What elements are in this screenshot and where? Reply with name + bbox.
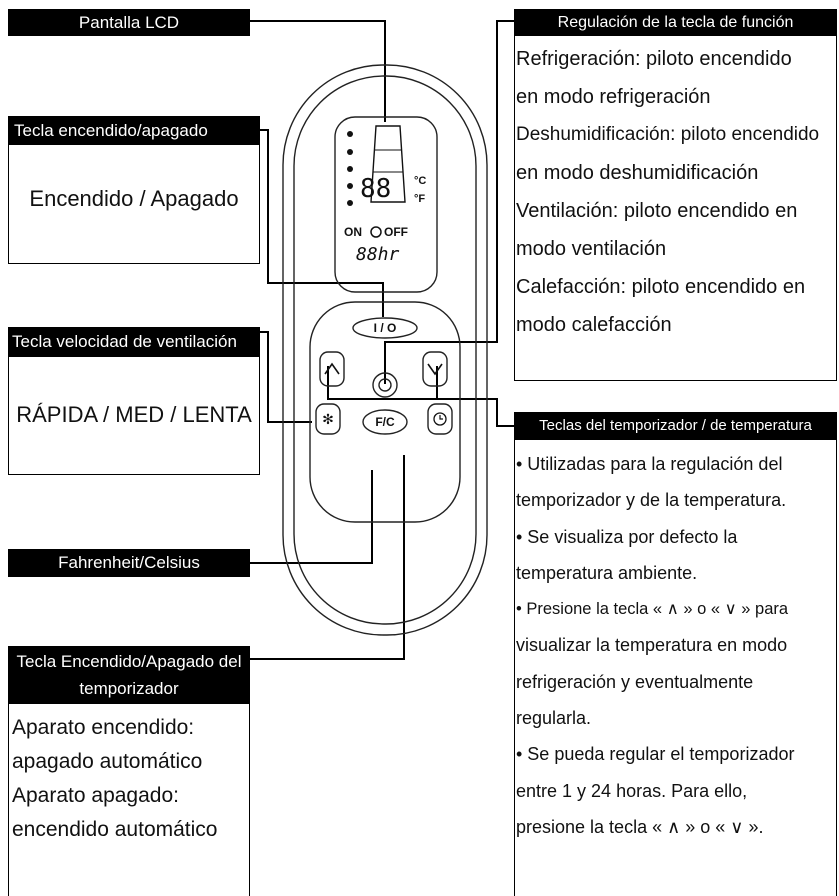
timer-temp-line: • Se pueda regular el temporizador	[516, 744, 795, 765]
remote-inner-body	[293, 75, 477, 625]
function-key-lines: Refrigeración: piloto encendido en modo …	[516, 40, 837, 344]
timer-power-lines: Aparato encendido: apagado automático Ap…	[12, 711, 248, 847]
power-key-header-text: Tecla encendido/apagado	[14, 121, 208, 140]
function-key-line: Calefacción: piloto encendido en	[516, 276, 806, 298]
lcd-label: Pantalla LCD	[8, 9, 250, 36]
heat-mode-icon	[347, 149, 353, 155]
function-key-line: Deshumidificación: piloto encendido	[516, 124, 820, 145]
sun-icon	[347, 183, 353, 189]
down-arrow-icon[interactable]	[427, 363, 443, 376]
function-key-connector	[384, 20, 514, 384]
lcd-connector	[250, 20, 386, 122]
lcd-screen	[334, 116, 438, 293]
lcd-on: ON	[344, 225, 362, 239]
fan-speed-body: RÁPIDA / MED / LENTA	[16, 402, 252, 427]
timer-temp-header: Teclas del temporizador / de temperatura	[514, 412, 837, 440]
power-button[interactable]: I / O	[374, 321, 397, 335]
timer-power-header-line1: Tecla Encendido/Apagado del	[16, 652, 242, 671]
up-button-shape	[319, 351, 345, 387]
function-key-line: en modo refrigeración	[516, 86, 711, 108]
timer-temp-line: entre 1 y 24 horas. Para ello,	[516, 780, 748, 801]
fan-icon[interactable]: ✻	[322, 412, 334, 428]
lcd-clock-icon	[370, 226, 382, 238]
timer-power-line: apagado automático	[12, 750, 203, 773]
lcd-off: OFF	[384, 225, 408, 239]
timer-temp-line: • Utilizadas para la regulación del	[516, 454, 783, 474]
timer-temp-line: refrigeración y eventualmente	[516, 671, 754, 692]
fan-speed-bars	[370, 125, 406, 203]
timer-temp-line: • Se visualiza por defecto la	[516, 526, 738, 547]
dry-mode-icon	[347, 166, 353, 172]
power-key-header: Tecla encendido/apagado	[8, 116, 260, 145]
timer-temp-line: temporizador y de la temperatura.	[516, 490, 787, 511]
button-panel	[309, 301, 461, 523]
fc-label-text: Fahrenheit/Celsius	[58, 553, 200, 572]
timer-power-line: encendido automático	[12, 818, 218, 841]
remote-outer-body	[282, 64, 488, 636]
function-key-line: Ventilación: piloto encendido en	[516, 200, 798, 222]
fc-connector	[250, 470, 373, 564]
function-key-line: modo ventilación	[516, 238, 667, 260]
timer-temp-line: visualizar la temperatura en modo	[516, 635, 788, 656]
function-key-line: Refrigeración: piloto encendido	[516, 48, 792, 70]
timer-power-connector	[250, 455, 405, 660]
fan-mode-icon	[347, 200, 353, 206]
timer-power-line: Aparato encendido:	[12, 716, 195, 739]
timer-icon[interactable]	[433, 412, 447, 426]
power-key-connector	[260, 129, 384, 317]
timer-power-header: Tecla Encendido/Apagado del temporizador	[8, 646, 250, 704]
fan-speed-header: Tecla velocidad de ventilación	[8, 327, 260, 357]
lcd-fahrenheit: °F	[414, 193, 425, 205]
timer-button-shape	[427, 403, 453, 435]
fc-button[interactable]: F/C	[375, 415, 395, 429]
cool-mode-icon	[347, 131, 353, 137]
timer-power-line: Aparato apagado:	[12, 784, 179, 807]
up-arrow-icon[interactable]	[324, 362, 340, 375]
down-button-shape	[422, 351, 448, 387]
fan-speed-connector	[260, 331, 312, 423]
timer-temp-header-text: Teclas del temporizador / de temperatura	[539, 417, 812, 434]
fan-button-shape	[315, 403, 341, 435]
timer-power-header-line2: temporizador	[79, 679, 179, 698]
lcd-temperature: 88	[360, 174, 391, 204]
timer-temp-line: regularla.	[516, 708, 592, 729]
timer-temp-lines: • Utilizadas para la regulación del temp…	[516, 446, 837, 845]
function-key-header: Regulación de la tecla de función	[514, 9, 837, 36]
remote-control: 88 °C °F ON OFF 88hr I / O ✻ F/C	[282, 64, 488, 636]
function-key-line: modo calefacción	[516, 314, 672, 336]
lcd-celsius: °C	[414, 175, 426, 187]
timer-temp-line: presione la tecla « ∧ » o « ∨ ».	[516, 816, 764, 837]
function-key-header-text: Regulación de la tecla de función	[557, 14, 794, 31]
fan-speed-header-text: Tecla velocidad de ventilación	[12, 332, 237, 351]
lcd-label-text: Pantalla LCD	[78, 13, 180, 32]
function-key-line: en modo deshumidificación	[516, 162, 759, 184]
fc-label: Fahrenheit/Celsius	[8, 549, 250, 577]
function-button-shape	[372, 372, 398, 398]
timer-temp-line: temperatura ambiente.	[516, 562, 698, 583]
fc-button-shape	[362, 409, 408, 435]
power-key-body: Encendido / Apagado	[29, 186, 239, 211]
power-button-shape	[352, 317, 418, 339]
lcd-hours: 88hr	[356, 244, 400, 265]
timer-temp-line: • Presione la tecla « ∧ » o « ∨ » para	[516, 600, 789, 619]
